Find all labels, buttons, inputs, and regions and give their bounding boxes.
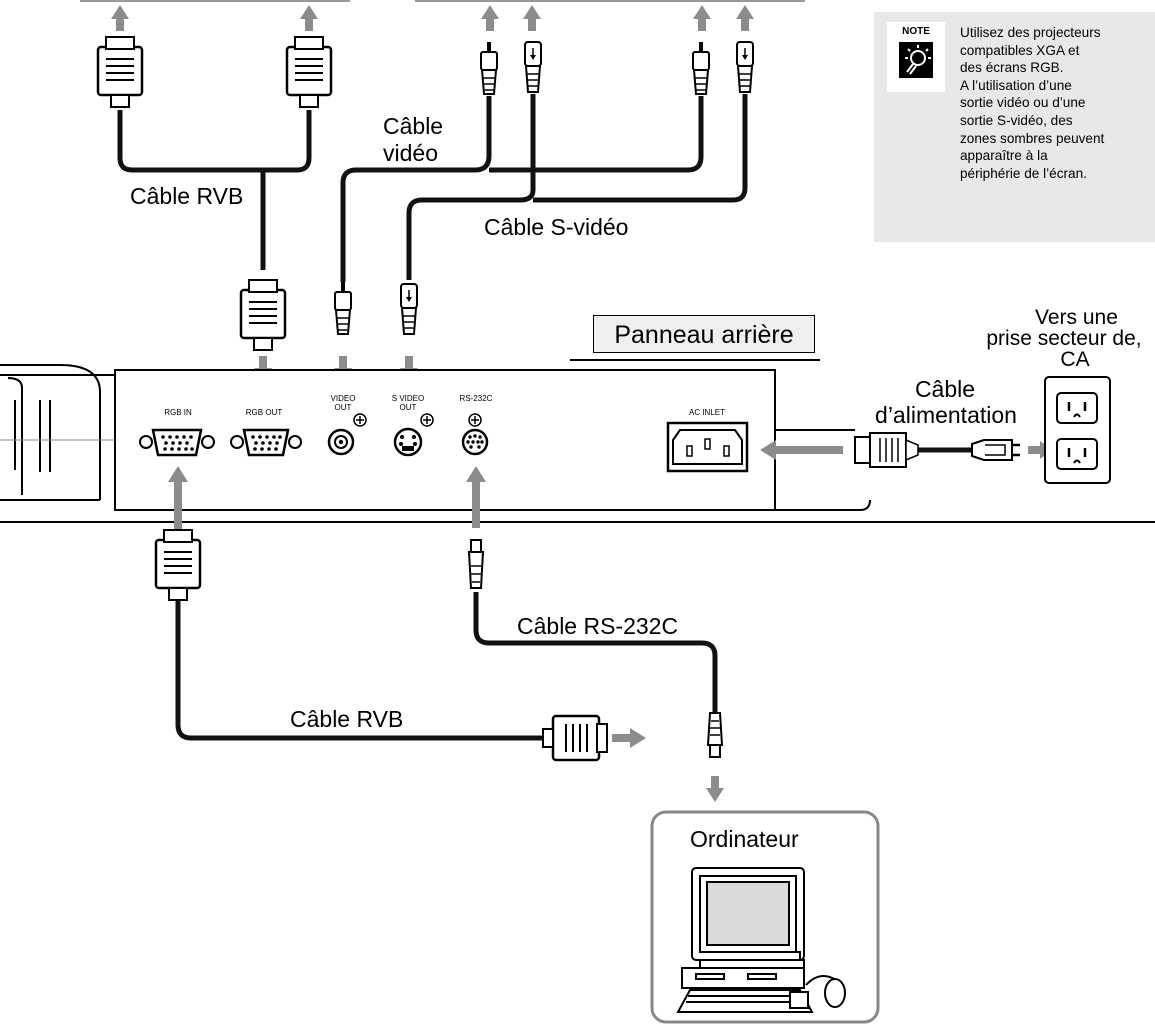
note-line: sortie S-vidéo, des xyxy=(960,112,1073,128)
rca-plug-top-left xyxy=(480,41,498,95)
port-rgb-out[interactable] xyxy=(230,428,302,457)
note-line: apparaître à la xyxy=(960,148,1048,164)
panel-arrows-up xyxy=(168,466,486,540)
note-line: sortie vidéo ou d’une xyxy=(960,95,1086,111)
video-cable-label-line1: Câble xyxy=(383,113,444,139)
port-label-ac-inlet: AC INLET xyxy=(688,408,725,417)
port-video-out[interactable] xyxy=(327,413,367,456)
port-s-video-out[interactable] xyxy=(393,413,434,457)
port-ac-inlet[interactable] xyxy=(666,421,749,473)
note-line: compatibles XGA et xyxy=(960,42,1080,58)
note-badge: NOTE xyxy=(902,26,930,37)
port-label-rs232c: RS-232C xyxy=(459,394,493,403)
port-label-s-video-out-line2: OUT xyxy=(399,403,417,412)
note-line: zones sombres peuvent xyxy=(960,130,1105,146)
computer-icon xyxy=(676,867,846,1013)
rgb-cable-bottom-label: Câble RVB xyxy=(290,706,404,732)
power-plug xyxy=(971,439,1020,461)
vga-plug-top-left xyxy=(96,35,144,109)
rs232c-plug-panel xyxy=(467,539,485,589)
svideo-plug-top-right xyxy=(736,41,754,93)
wall-outlet xyxy=(1044,376,1111,484)
computer-label: Ordinateur xyxy=(690,826,799,852)
note-line: Utilisez des projecteurs xyxy=(960,25,1101,40)
arrow-right-to-computer xyxy=(612,728,646,748)
power-cable-label-line2: d’alimentation xyxy=(875,402,1017,428)
port-label-rgb-in: RGB IN xyxy=(164,408,192,417)
arrow-down-to-computer xyxy=(706,776,724,802)
note-line: A l’utilisation d’une xyxy=(960,77,1072,93)
vga-plug-rgb-out xyxy=(239,278,287,352)
ac-outlet-label-line2: prise secteur de, xyxy=(986,327,1142,350)
note-line: des écrans RGB. xyxy=(960,60,1064,76)
note-line: périphérie de l’écran. xyxy=(960,165,1087,181)
svideo-cable-label: Câble S-vidéo xyxy=(484,214,629,240)
port-label-s-video-out-line1: S VIDEO xyxy=(391,394,425,403)
note-lightbulb-icon: NOTE xyxy=(887,22,945,92)
vga-plug-computer xyxy=(542,714,608,762)
vga-plug-top-right xyxy=(285,35,333,109)
video-cable-label-line2: vidéo xyxy=(383,140,438,166)
top-arrows xyxy=(111,5,754,31)
rgb-cable-top-label: Câble RVB xyxy=(130,183,244,209)
ac-outlet-label-line1: Vers une xyxy=(1035,306,1118,329)
port-label-video-out-line1: VIDEO xyxy=(330,394,356,403)
rca-plug-video-out xyxy=(334,281,352,335)
note-text: Utilisez des projecteurs compatibles XGA… xyxy=(960,24,1142,182)
port-label-video-out-line2: OUT xyxy=(334,403,352,412)
power-connector xyxy=(854,432,919,468)
rs232c-plug-computer xyxy=(706,712,724,758)
port-label-rgb-out: RGB OUT xyxy=(245,408,283,417)
power-cable-label-line1: Câble xyxy=(914,376,976,402)
ac-outlet-label-line3: CA xyxy=(1060,348,1090,371)
vga-plug-rgb-in xyxy=(154,528,202,602)
projector-rear-panel xyxy=(0,359,1155,523)
port-rgb-in[interactable] xyxy=(139,428,215,457)
svideo-plug-top-left xyxy=(524,41,542,93)
rs232c-cable-label: Câble RS-232C xyxy=(517,613,679,639)
port-rs232c[interactable] xyxy=(461,413,489,456)
rca-plug-top-right xyxy=(692,41,710,95)
rear-panel-label: Panneau arrière xyxy=(593,315,815,353)
svideo-plug-s-video-out xyxy=(400,283,418,335)
